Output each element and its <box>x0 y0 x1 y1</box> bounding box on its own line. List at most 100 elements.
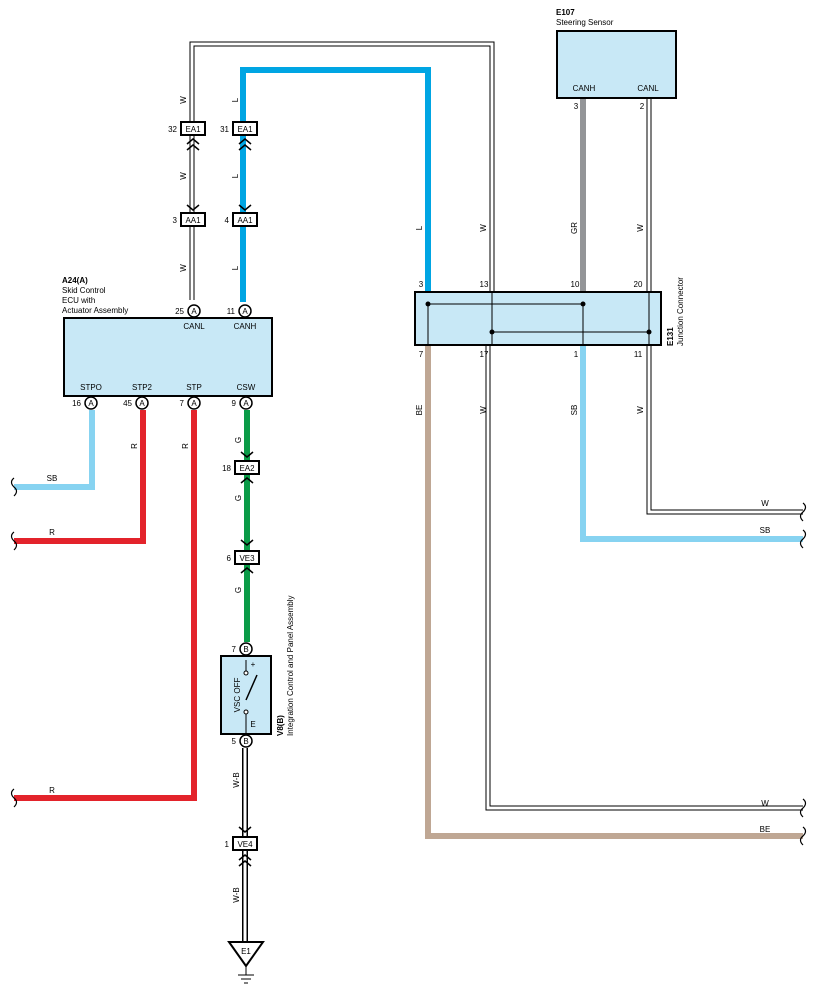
connector-name: AA1 <box>185 216 201 225</box>
svg-text:7: 7 <box>180 399 185 408</box>
connector-pin: 31 <box>220 125 229 134</box>
svg-text:5: 5 <box>232 737 237 746</box>
svg-text:10: 10 <box>571 280 580 289</box>
junction-name: Junction Connector <box>676 277 685 346</box>
inline-connector-aa1-4: AA1 4 <box>225 212 258 227</box>
pin-signal-stpo: STPO <box>80 383 102 392</box>
svg-text:R: R <box>49 786 55 795</box>
svg-text:G: G <box>234 495 243 501</box>
svg-text:11: 11 <box>227 307 236 316</box>
connector-name: EA1 <box>185 125 201 134</box>
svg-text:16: 16 <box>72 399 81 408</box>
ecu-name-line: Actuator Assembly <box>62 306 128 315</box>
svg-text:W: W <box>636 406 645 414</box>
svg-text:A: A <box>191 399 197 408</box>
svg-text:SB: SB <box>760 526 771 535</box>
sensor-name: Steering Sensor <box>556 18 614 27</box>
svg-text:2: 2 <box>640 102 645 111</box>
svg-text:13: 13 <box>480 280 489 289</box>
svg-text:9: 9 <box>232 399 237 408</box>
connector-pin: 6 <box>227 554 232 563</box>
wire-break-marks <box>10 477 807 846</box>
svg-text:B: B <box>243 645 248 654</box>
svg-text:R: R <box>130 443 139 449</box>
ecu-name-line: ECU with <box>62 296 95 305</box>
svg-text:BE: BE <box>760 825 771 834</box>
pin-signal-canh: CANH <box>234 322 257 331</box>
junction-connector: 3 13 10 20 7 17 1 11 E131 Junction Conne… <box>414 277 685 359</box>
svg-text:G: G <box>234 587 243 593</box>
wire-w-sensor <box>646 98 803 515</box>
switch-e: E <box>250 720 255 729</box>
svg-text:7: 7 <box>419 350 424 359</box>
svg-text:25: 25 <box>175 307 184 316</box>
pin-signal-canl: CANL <box>183 322 205 331</box>
wire-w-canl <box>189 41 803 811</box>
switch-name: Integration Control and Panel Assembly <box>286 595 295 736</box>
connector-pin: 18 <box>222 464 231 473</box>
connector-name: VE4 <box>237 840 253 849</box>
svg-text:17: 17 <box>480 350 489 359</box>
vsc-off-switch: B 7 + E VSC OFF B 5 V8(B) Integration Co… <box>220 595 295 748</box>
sensor-pin-canl: CANL <box>637 84 659 93</box>
connector-pin: 32 <box>168 125 177 134</box>
connector-pin: 1 <box>225 840 230 849</box>
inline-connector-ve4-1: VE4 1 <box>225 826 258 867</box>
svg-text:A: A <box>139 399 145 408</box>
svg-text:3: 3 <box>574 102 579 111</box>
svg-text:1: 1 <box>574 350 579 359</box>
svg-text:W-B: W-B <box>232 772 241 787</box>
svg-text:A: A <box>243 399 249 408</box>
wire-sb-stpo <box>14 410 95 490</box>
inline-connector-ve3-6: VE3 6 <box>227 539 260 574</box>
wire-r-stp <box>14 410 197 801</box>
svg-text:W: W <box>761 499 769 508</box>
svg-text:A: A <box>242 307 248 316</box>
switch-label: VSC OFF <box>233 678 242 713</box>
ecu-code: A24(A) <box>62 276 88 285</box>
svg-text:7: 7 <box>232 645 237 654</box>
connector-pin: 4 <box>225 216 230 225</box>
svg-text:W: W <box>761 799 769 808</box>
svg-text:20: 20 <box>634 280 643 289</box>
svg-text:R: R <box>181 443 190 449</box>
svg-text:11: 11 <box>634 350 643 359</box>
junction-code: E131 <box>666 327 675 346</box>
switch-contact <box>245 674 258 701</box>
svg-text:L: L <box>231 173 240 178</box>
connector-name: EA1 <box>237 125 253 134</box>
svg-text:SB: SB <box>47 474 58 483</box>
pin-signal-csw: CSW <box>237 383 256 392</box>
switch-code: V8(B) <box>276 715 285 736</box>
svg-text:L: L <box>231 265 240 270</box>
svg-text:W: W <box>479 406 488 414</box>
switch-plus: + <box>251 660 256 669</box>
svg-text:B: B <box>243 737 248 746</box>
inline-connector-ea1-32: EA1 32 <box>168 121 206 211</box>
inline-connector-ea1-31: EA1 31 <box>220 121 258 211</box>
svg-text:A: A <box>191 307 197 316</box>
svg-text:W: W <box>179 96 188 104</box>
svg-text:W: W <box>179 172 188 180</box>
connector-pin: 3 <box>173 216 178 225</box>
svg-text:A: A <box>88 399 94 408</box>
connector-name: VE3 <box>239 554 255 563</box>
svg-text:W: W <box>636 224 645 232</box>
wire-l-canh <box>240 67 431 302</box>
inline-connector-ea2-18: EA2 18 <box>222 451 260 484</box>
pin-signal-stp2: STP2 <box>132 383 153 392</box>
svg-text:SB: SB <box>570 405 579 416</box>
ecu-skid-control: A24(A) Skid Control ECU with Actuator As… <box>62 276 273 410</box>
svg-text:L: L <box>415 225 424 230</box>
sensor-code: E107 <box>556 8 575 17</box>
svg-text:W-B: W-B <box>232 887 241 902</box>
svg-text:W: W <box>479 224 488 232</box>
ground-e1: E1 <box>227 941 265 984</box>
connector-name: EA2 <box>239 464 255 473</box>
sensor-pin-canh: CANH <box>573 84 596 93</box>
wire-r-stp2 <box>14 410 146 544</box>
ecu-name-line: Skid Control <box>62 286 106 295</box>
steering-sensor: E107 Steering Sensor CANH CANL 3 2 <box>556 8 677 111</box>
pin-signal-stp: STP <box>186 383 202 392</box>
